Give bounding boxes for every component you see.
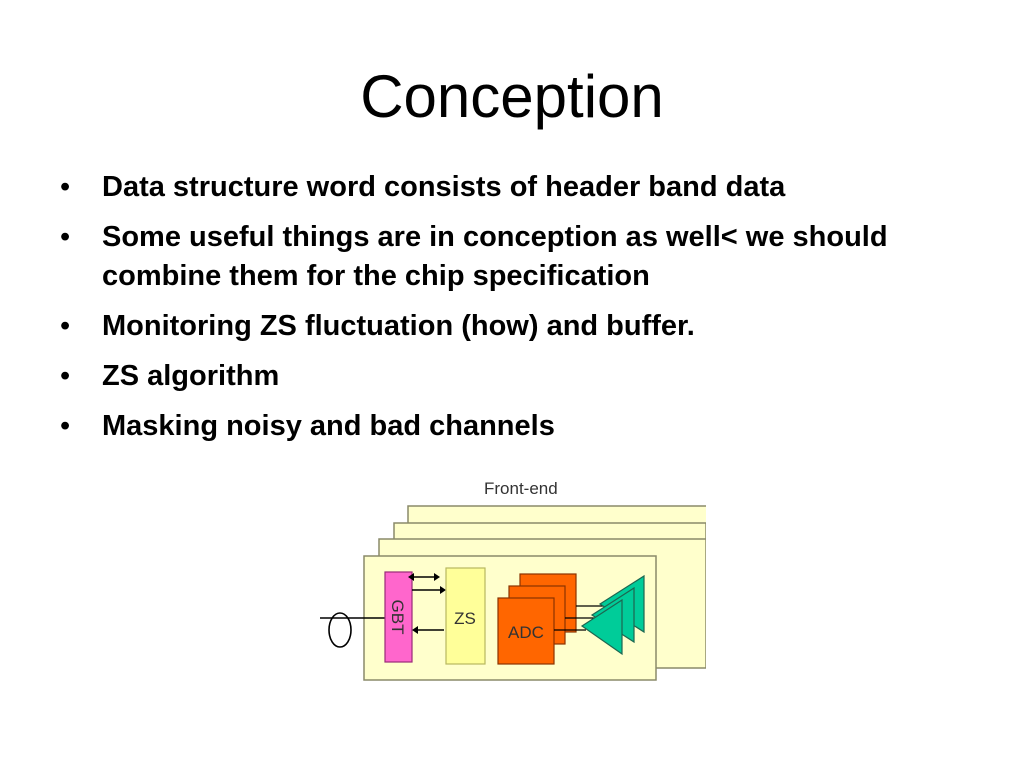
arrow-head-icon	[408, 573, 414, 581]
bullet-text: Data structure word consists of header b…	[102, 171, 786, 203]
bullet-icon: •	[60, 360, 71, 392]
bullet-item: • ZS algorithm	[60, 357, 960, 396]
amplifier-icon	[580, 598, 623, 656]
bullet-text: Masking noisy and bad channels	[102, 410, 555, 442]
bullet-text: ZS algorithm	[102, 360, 280, 392]
gbt-block	[384, 571, 413, 663]
gbt-label: GBT	[388, 600, 407, 635]
fiber-loop-icon	[328, 612, 352, 648]
slide-title: Conception	[360, 63, 664, 130]
adc-block-front	[497, 597, 555, 665]
front-end-diagram: Front-end GBT ZS ADC	[316, 470, 709, 685]
bullet-icon: •	[60, 410, 71, 442]
bullet-list: • Data structure word consists of header…	[60, 168, 960, 457]
bullet-icon: •	[60, 221, 71, 253]
bullet-icon: •	[60, 310, 71, 342]
bullet-text: Some useful things are in conception as …	[102, 221, 888, 292]
arrow-head-icon	[440, 586, 446, 594]
adc-label: ADC	[508, 623, 544, 642]
bullet-item: • Some useful things are in conception a…	[60, 218, 960, 296]
zs-block	[445, 567, 486, 665]
bullet-item: • Data structure word consists of header…	[60, 168, 960, 207]
front-end-label: Front-end	[484, 479, 558, 498]
zs-label: ZS	[454, 609, 476, 628]
bullet-text: Monitoring ZS fluctuation (how) and buff…	[102, 310, 695, 342]
bullet-item: • Masking noisy and bad channels	[60, 407, 960, 446]
bullet-icon: •	[60, 171, 71, 203]
bullet-item: • Monitoring ZS fluctuation (how) and bu…	[60, 307, 960, 346]
arrow-head-icon	[412, 626, 418, 634]
arrow-head-icon	[434, 573, 440, 581]
